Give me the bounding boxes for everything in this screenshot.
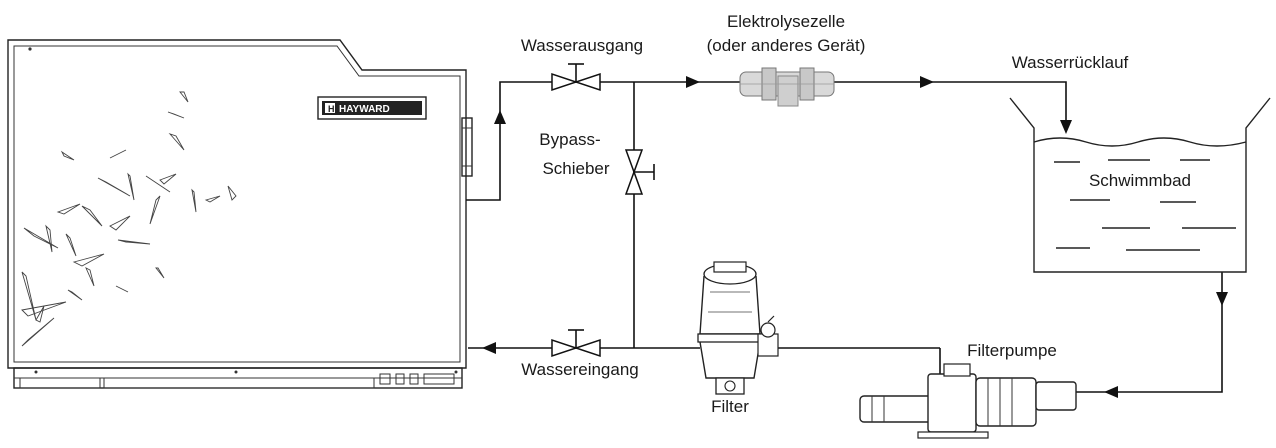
filter-pump-label: Filterpumpe — [967, 341, 1057, 360]
arrow-right-icon — [686, 76, 700, 88]
decorative-leaf-pattern — [21, 91, 237, 347]
arrow-left-icon — [482, 342, 496, 354]
hayward-logo-text: HAYWARD — [339, 104, 390, 115]
electrolysis-cell-label-line2: (oder anderes Gerät) — [707, 36, 866, 55]
pool-label: Schwimmbad — [1089, 171, 1191, 190]
arrow-down-icon — [1060, 120, 1072, 134]
flow-arrows — [482, 76, 1228, 398]
water-outlet-label: Wasserausgang — [521, 36, 643, 55]
pool-basin-icon — [1009, 97, 1271, 273]
outlet-valve-icon — [551, 63, 601, 92]
piping — [466, 81, 1223, 393]
arrow-right-icon — [920, 76, 934, 88]
sand-filter-icon — [697, 261, 779, 395]
filter-label: Filter — [711, 397, 749, 416]
bypass-label-line1: Bypass- — [539, 130, 600, 149]
arrow-up-icon — [494, 110, 506, 124]
water-inlet-label: Wassereingang — [521, 360, 639, 379]
svg-text:H: H — [328, 104, 335, 114]
bypass-valve-icon — [624, 149, 655, 195]
bypass-label-line2: Schieber — [542, 159, 609, 178]
heat-pump-unit-icon: H HAYWARD — [7, 39, 473, 389]
arrow-down-icon — [1216, 292, 1228, 306]
electrolysis-cell-label-line1: Elektrolysezelle — [727, 12, 845, 31]
filter-pump-icon — [859, 363, 1077, 439]
arrow-left-icon — [1104, 386, 1118, 398]
electrolysis-cell-icon — [739, 67, 835, 107]
inlet-valve-icon — [551, 329, 601, 358]
water-return-label: Wasserrücklauf — [1012, 53, 1129, 72]
